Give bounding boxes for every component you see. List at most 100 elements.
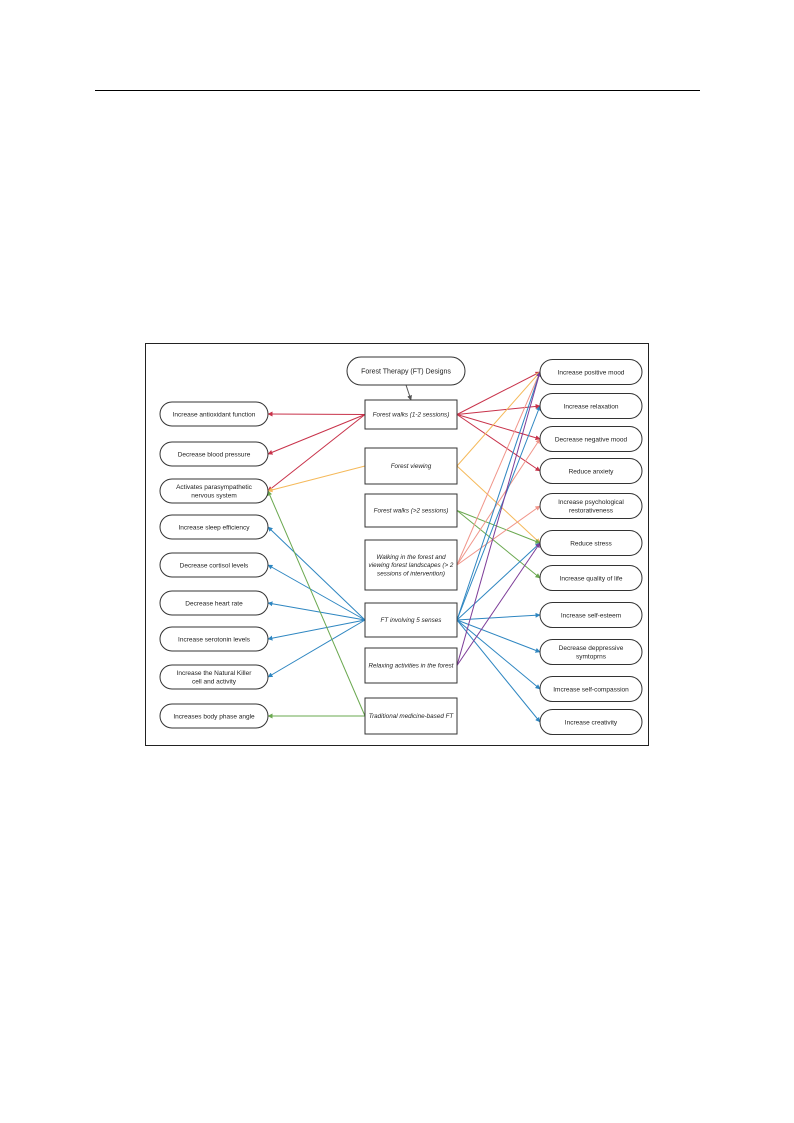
edge-d0-r1 (456, 403, 541, 415)
edge-d2-r6 (456, 510, 541, 579)
physiological-outcome-l4: Decrease cortisol levels (159, 552, 269, 578)
outcome-oval (159, 514, 269, 540)
edge-d4-l3 (267, 526, 366, 621)
design-d6: Traditional medicine-based FT (364, 697, 458, 735)
outcome-label: Increase serotonin levels (178, 636, 251, 643)
edge-d3-r0 (456, 371, 541, 566)
physiological-outcome-l2: Activates parasympathetic nervous system (159, 478, 269, 504)
edge-d4-l5 (267, 601, 366, 621)
outcome-oval (539, 565, 643, 591)
outcome-oval (539, 458, 643, 484)
outcome-label: Imcrease self-compassion (553, 686, 629, 693)
edge-d1-r5 (456, 465, 541, 544)
psychological-outcome-r10: Increase creativity (539, 709, 643, 735)
outcome-oval (159, 401, 269, 427)
outcome-label: cell and activity (192, 679, 237, 686)
outcome-oval (539, 426, 643, 452)
design-box (364, 447, 458, 485)
physiological-outcome-l8: Increases body phase angle (159, 703, 269, 729)
psychological-outcome-r8: Decrease deppressive symtoprns (539, 639, 643, 665)
psychological-outcome-r9: Imcrease self-compassion (539, 676, 643, 702)
physiological-outcome-l3: Increase sleep efficiency (159, 514, 269, 540)
outcome-label: Decrease heart rate (185, 600, 243, 607)
outcome-label: Increases body phase angle (173, 713, 255, 720)
outcome-label: Increase positive mood (558, 369, 625, 376)
physiological-outcome-l0: Increase antioxidant function (159, 401, 269, 427)
outcome-oval (159, 552, 269, 578)
edge-d0-r2 (456, 414, 541, 441)
outcome-oval (159, 703, 269, 729)
design-d0: Forest walks (1-2 sessions) (364, 399, 458, 430)
design-label: Forest walks (1-2 sessions) (373, 412, 450, 419)
physiological-outcome-l5: Decrease heart rate (159, 590, 269, 616)
outcome-label: Decrease blood pressure (178, 451, 251, 458)
edge-d4-l4 (267, 564, 366, 621)
edge-d1-r0 (456, 371, 541, 467)
design-label: sessions of intervention) (377, 571, 445, 578)
design-box (364, 539, 458, 591)
edge-d4-r10 (456, 619, 541, 723)
outcome-oval (539, 359, 643, 385)
edge-d4-r8 (456, 619, 541, 653)
design-d2: Forest walks (>2 sessions) (364, 493, 458, 528)
physiological-outcome-l1: Decrease blood pressure (159, 441, 269, 467)
design-d4: FT involving 5 senses (364, 602, 458, 638)
edge-d2-r5 (456, 510, 541, 544)
edges-layer (267, 371, 542, 723)
edge-d4-l6 (267, 619, 366, 641)
design-label: viewing forest landscapes (> 2 (369, 562, 454, 569)
outcome-oval (539, 639, 643, 665)
outcome-label: Reduce anxiety (569, 468, 615, 475)
edge-d3-r2 (456, 438, 541, 566)
design-label: Walking in the forest and (376, 554, 446, 561)
outcome-label: Decrease cortisol levels (180, 562, 249, 569)
outcome-label: symtoprns (576, 654, 607, 661)
outcome-label: Increase creativity (565, 719, 618, 726)
edge-d4-r9 (456, 619, 541, 690)
outcome-oval (159, 441, 269, 467)
psychological-outcome-r7: Increase self-esteem (539, 602, 643, 628)
psychological-outcome-r4: Increase psychological restorativeness (539, 493, 643, 519)
edge-d4-r1 (456, 405, 541, 621)
design-box (364, 602, 458, 638)
outcome-oval (539, 493, 643, 519)
psychological-outcome-r2: Decrease negative mood (539, 426, 643, 452)
outcome-oval (539, 602, 643, 628)
edge-d3-r4 (456, 505, 541, 566)
root-node-label: Forest Therapy (FT) Designs (361, 369, 451, 376)
design-box (364, 399, 458, 430)
outcome-label: restorativeness (569, 508, 614, 515)
outcome-oval (539, 676, 643, 702)
psychological-outcome-r1: Increase relaxation (539, 393, 643, 419)
outcome-label: Increase antioxidant function (173, 411, 256, 418)
design-box (364, 697, 458, 735)
design-box (364, 647, 458, 684)
edge-d5-r5 (456, 542, 541, 666)
outcome-oval (159, 664, 269, 690)
outcome-oval (159, 590, 269, 616)
edge-d4-l7 (267, 619, 366, 678)
physiological-outcome-l6: Increase serotonin levels (159, 626, 269, 652)
outcome-label: Reduce stress (570, 540, 612, 547)
edge-d0-r3 (456, 414, 541, 472)
design-label: Relaxing activities in the forest (368, 663, 453, 670)
edge-d0-r0 (456, 371, 541, 415)
outcome-oval (539, 530, 643, 556)
header-rule (95, 90, 700, 91)
outcome-label: Increase quality of life (560, 575, 623, 582)
outcome-label: Activates parasympathetic (176, 484, 253, 491)
outcome-label: nervous system (191, 493, 237, 500)
design-d5: Relaxing activities in the forest (364, 647, 458, 684)
psychological-outcome-r5: Reduce stress (539, 530, 643, 556)
root-node-shape (346, 356, 466, 386)
edge-d4-r0 (456, 371, 541, 621)
outcome-oval (159, 478, 269, 504)
design-label: Forest walks (>2 sessions) (374, 508, 449, 515)
design-label: Traditional medicine-based FT (369, 713, 455, 720)
outcome-label: Decrease deppressive (559, 645, 624, 652)
outcome-label: Increase psychological (558, 499, 624, 506)
